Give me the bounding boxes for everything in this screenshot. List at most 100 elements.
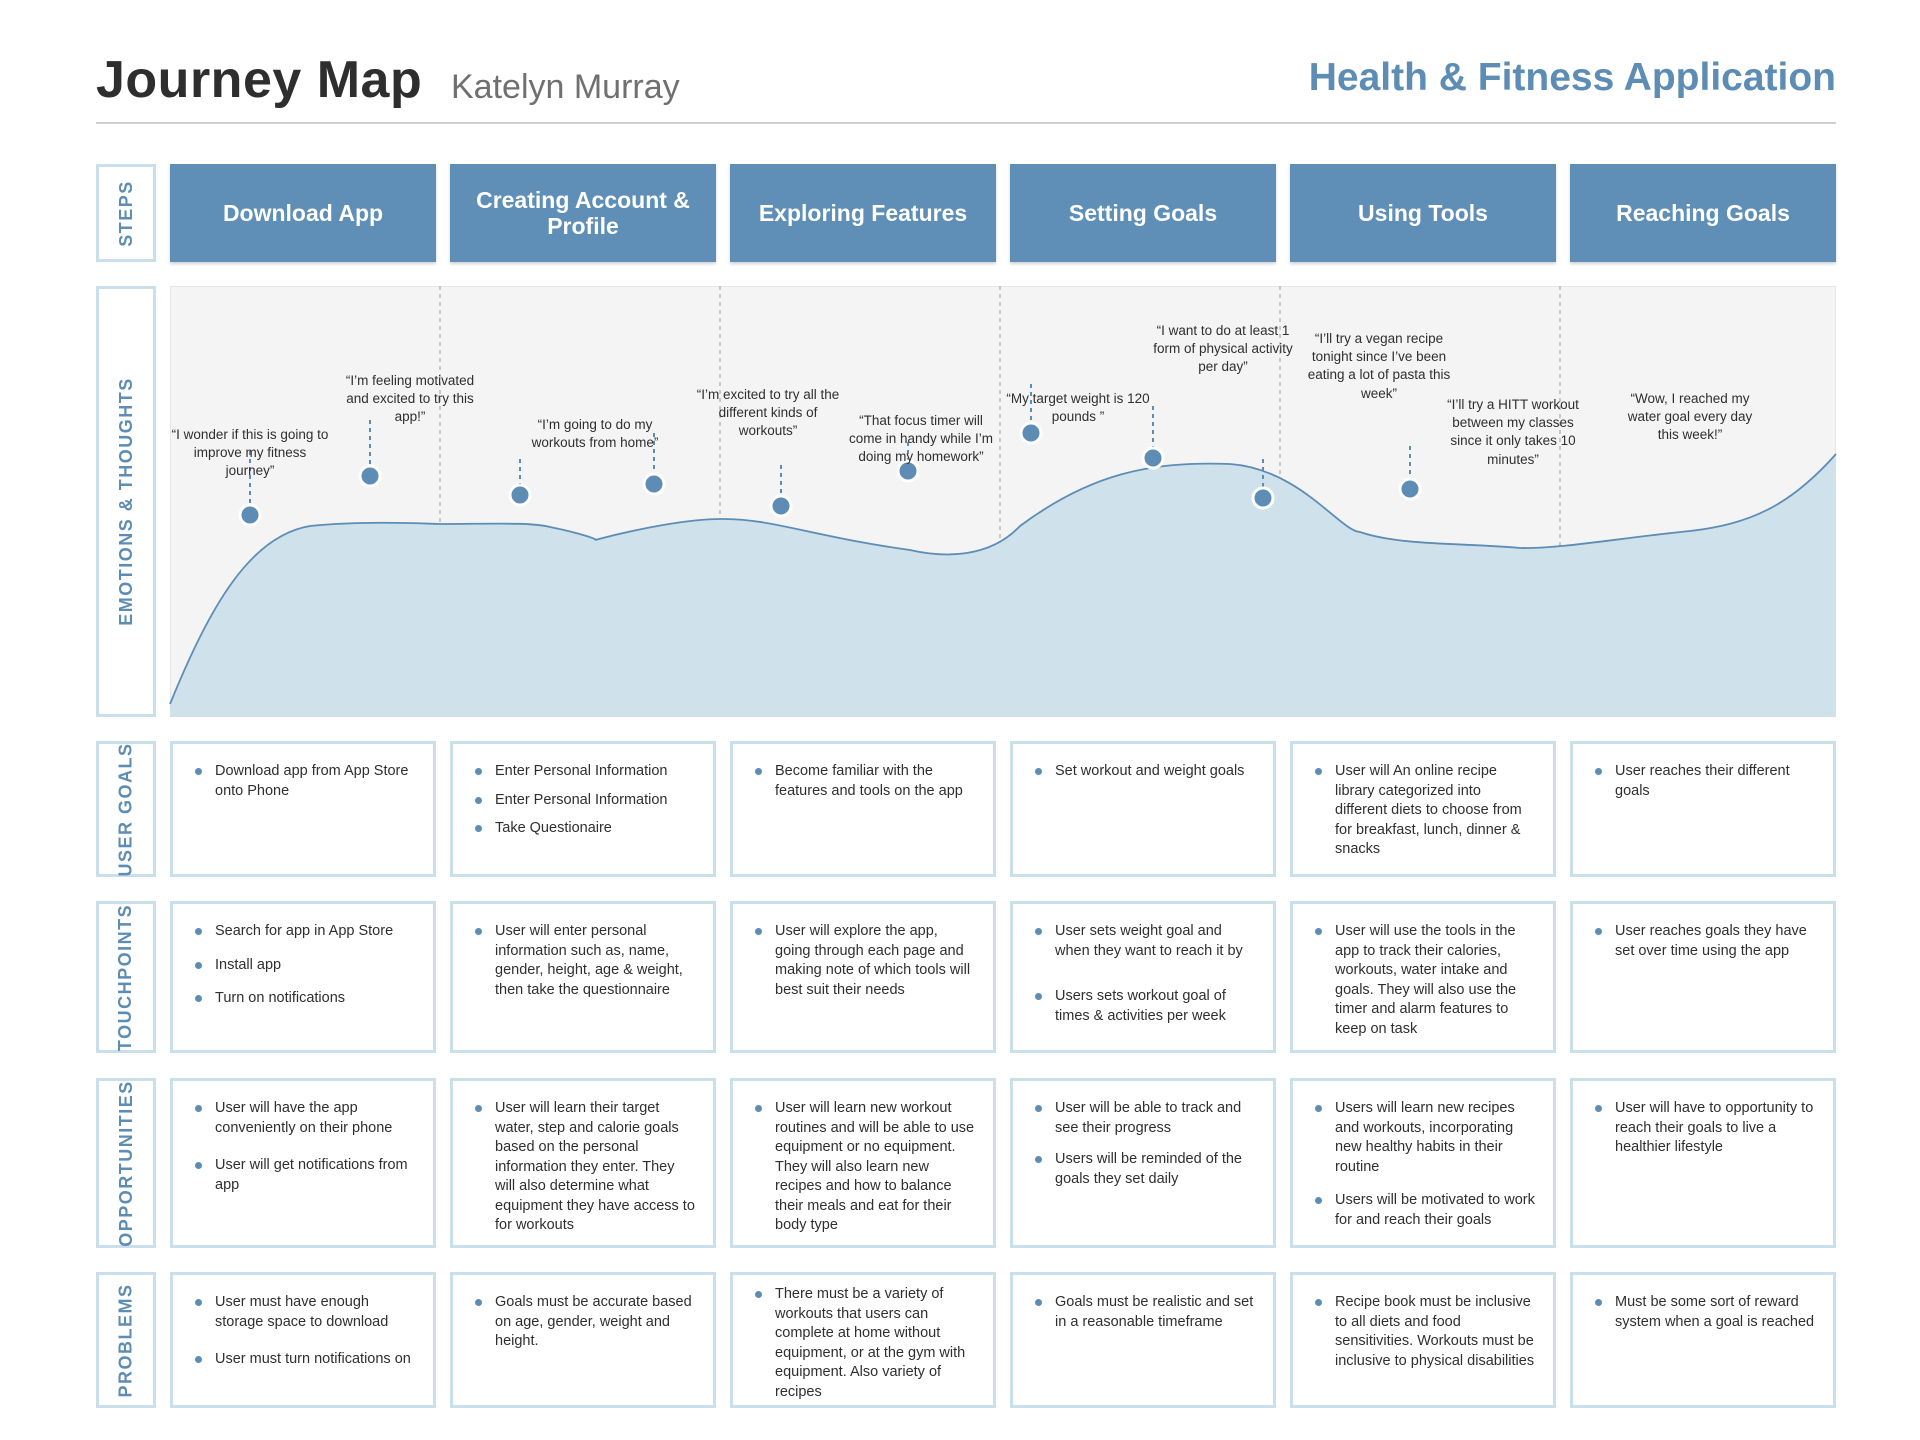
touchpoints-cell-4: User sets weight goal and when they want…: [1010, 901, 1276, 1053]
emotion-line: [169, 453, 1837, 705]
user-goals-cell-4: Set workout and weight goals: [1010, 741, 1276, 877]
list-item: User will explore the app, going through…: [753, 922, 977, 1000]
emotion-quote: “I’ll try a HITT workout between my clas…: [1447, 397, 1579, 467]
page-title: Journey Map: [96, 51, 423, 109]
step-download-app: Download App: [170, 164, 436, 262]
opportunities-cell-5: Users will learn new recipes and workout…: [1290, 1078, 1556, 1248]
step-reaching-goals: Reaching Goals: [1570, 164, 1836, 262]
list-item: User will use the tools in the app to tr…: [1313, 922, 1537, 1039]
list-item: Users will learn new recipes and workout…: [1313, 1099, 1537, 1177]
list-item: Set workout and weight goals: [1033, 762, 1257, 782]
touchpoints-cell-2: User will enter personal information suc…: [450, 901, 716, 1053]
user-goals-cell-3: Become familiar with the features and to…: [730, 741, 996, 877]
user-goals-cell-6: User reaches their different goals: [1570, 741, 1836, 877]
row-label-touchpoints: TOUCHPOINTS: [96, 901, 156, 1053]
emotion-quote: “My target weight is 120 pounds ”: [1006, 391, 1150, 425]
list-item: Users will be reminded of the goals they…: [1033, 1150, 1257, 1189]
emotion-point-icon: [769, 494, 793, 518]
list-item: User must turn notifications on: [193, 1350, 417, 1370]
list-item: User will learn their target water, step…: [473, 1099, 697, 1236]
row-label-opportunities-text: OPPORTUNITIES: [115, 1079, 136, 1247]
list-item: Install app: [193, 956, 417, 976]
list-item: User will get notifications from app: [193, 1156, 417, 1195]
list-item: User must have enough storage space to d…: [193, 1293, 417, 1332]
step-using-tools: Using Tools: [1290, 164, 1556, 262]
emotion-point-icon: [896, 459, 920, 483]
list-item: User will have the app conveniently on t…: [193, 1099, 417, 1138]
list-item: Users sets workout goal of times & activ…: [1033, 987, 1257, 1026]
touchpoints-cell-6: User reaches goals they have set over ti…: [1570, 901, 1836, 1053]
list-item: Turn on notifications: [193, 989, 417, 1009]
emotion-area: [170, 454, 1836, 717]
emotion-curve-chart: [169, 286, 1837, 717]
step-setting-goals: Setting Goals: [1010, 164, 1276, 262]
list-item: Goals must be realistic and set in a rea…: [1033, 1293, 1257, 1332]
persona-name: Katelyn Murray: [451, 68, 680, 106]
emotion-point-icon: [1251, 486, 1275, 510]
row-label-user-goals: USER GOALS: [96, 741, 156, 877]
opportunities-cell-6: User will have to opportunity to reach t…: [1570, 1078, 1836, 1248]
touchpoints-cell-3: User will explore the app, going through…: [730, 901, 996, 1053]
list-item: User reaches their different goals: [1593, 762, 1817, 801]
emotion-point-icon: [238, 503, 262, 527]
row-label-problems-text: PROBLEMS: [115, 1282, 136, 1398]
header: Journey Map Katelyn Murray Health & Fitn…: [96, 40, 1836, 130]
user-goals-cell-5: User will An online recipe library categ…: [1290, 741, 1556, 877]
list-item: User will enter personal information suc…: [473, 922, 697, 1000]
problems-cell-5: Recipe book must be inclusive to all die…: [1290, 1272, 1556, 1408]
user-goals-cell-1: Download app from App Store onto Phone: [170, 741, 436, 877]
step-exploring-features: Exploring Features: [730, 164, 996, 262]
emotion-point-icon: [508, 483, 532, 507]
touchpoints-cell-1: Search for app in App Store Install app …: [170, 901, 436, 1053]
opportunities-cell-3: User will learn new workout routines and…: [730, 1078, 996, 1248]
row-label-problems: PROBLEMS: [96, 1272, 156, 1408]
emotion-point-icon: [1398, 477, 1422, 501]
list-item: User reaches goals they have set over ti…: [1593, 922, 1817, 961]
list-item: User will An online recipe library categ…: [1313, 762, 1537, 860]
emotion-point-icon: [642, 472, 666, 496]
problems-cell-6: Must be some sort of reward system when …: [1570, 1272, 1836, 1408]
list-item: Must be some sort of reward system when …: [1593, 1293, 1817, 1332]
touchpoints-cell-5: User will use the tools in the app to tr…: [1290, 901, 1556, 1053]
row-label-emotions-text: EMOTIONS & THOUGHTS: [115, 377, 136, 626]
emotion-quote: “That focus timer will come in handy whi…: [848, 413, 994, 465]
emotion-point-icon: [1141, 446, 1165, 470]
list-item: User will be able to track and see their…: [1033, 1099, 1257, 1138]
emotion-point-icon: [1019, 421, 1043, 445]
row-label-opportunities: OPPORTUNITIES: [96, 1078, 156, 1248]
opportunities-cell-2: User will learn their target water, step…: [450, 1078, 716, 1248]
list-item: Enter Personal Information: [473, 762, 697, 782]
emotion-quote: “I’m feeling motivated and excited to tr…: [345, 373, 475, 425]
emotion-quote: “I’m going to do my workouts from home”: [531, 417, 659, 451]
problems-cell-1: User must have enough storage space to d…: [170, 1272, 436, 1408]
problems-cell-3: There must be a variety of workouts that…: [730, 1272, 996, 1408]
row-label-user-goals-text: USER GOALS: [115, 741, 136, 877]
emotion-point-icon: [358, 464, 382, 488]
emotion-quote: “I’ll try a vegan recipe tonight since I…: [1307, 331, 1451, 401]
list-item: Search for app in App Store: [193, 922, 417, 942]
problems-cell-4: Goals must be realistic and set in a rea…: [1010, 1272, 1276, 1408]
opportunities-cell-4: User will be able to track and see their…: [1010, 1078, 1276, 1248]
emotion-quote: “I want to do at least 1 form of physica…: [1153, 323, 1293, 375]
row-label-emotions: EMOTIONS & THOUGHTS: [96, 286, 156, 717]
user-goals-cell-2: Enter Personal Information Enter Persona…: [450, 741, 716, 877]
list-item: Become familiar with the features and to…: [753, 762, 977, 801]
step-creating-account: Creating Account & Profile: [450, 164, 716, 262]
list-item: User will learn new workout routines and…: [753, 1099, 977, 1236]
list-item: User will have to opportunity to reach t…: [1593, 1099, 1817, 1158]
list-item: Enter Personal Information: [473, 791, 697, 811]
list-item: Take Questionaire: [473, 819, 697, 839]
list-item: Download app from App Store onto Phone: [193, 762, 417, 801]
emotion-quote: “I’m excited to try all the different ki…: [696, 387, 840, 439]
problems-cell-2: Goals must be accurate based on age, gen…: [450, 1272, 716, 1408]
row-label-steps-text: STEPS: [115, 179, 136, 247]
app-title: Health & Fitness Application: [1308, 56, 1836, 99]
list-item: There must be a variety of workouts that…: [753, 1285, 977, 1402]
emotion-quote: “Wow, I reached my water goal every day …: [1627, 391, 1753, 443]
list-item: Goals must be accurate based on age, gen…: [473, 1293, 697, 1352]
header-divider: [96, 122, 1836, 124]
list-item: Recipe book must be inclusive to all die…: [1313, 1293, 1537, 1371]
row-label-steps: STEPS: [96, 164, 156, 262]
list-item: Users will be motivated to work for and …: [1313, 1191, 1537, 1230]
list-item: User sets weight goal and when they want…: [1033, 922, 1257, 961]
